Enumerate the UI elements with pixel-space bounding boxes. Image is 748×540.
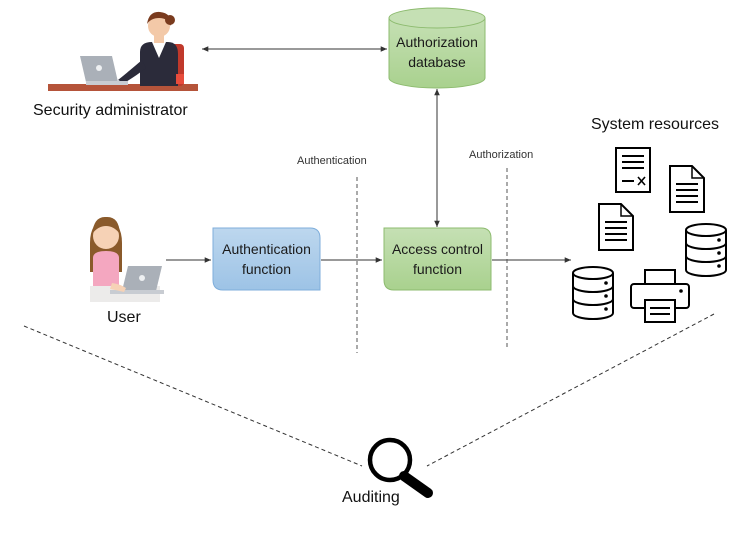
form-document-icon [615,147,651,193]
text-document-icon [598,203,634,251]
security-administrator-icon [48,11,198,91]
security-administrator-label: Security administrator [33,102,188,119]
auditing-label: Auditing [342,489,400,506]
database-icon [572,266,614,320]
magnifier-icon [367,437,433,498]
auditing-right-line [426,313,715,467]
authentication-boundary-label: Authentication [297,155,367,167]
authorization-boundary-label: Authorization [469,149,534,161]
auditing-left-line [23,325,363,467]
authentication-function-box [212,227,321,291]
access-control-function-box [383,227,492,291]
user-label: User [107,309,141,326]
database-icon [685,223,727,277]
system-resources-title: System resources [591,116,720,133]
user-icon [90,216,164,302]
authorization-database-cylinder [388,7,486,89]
text-document-icon [669,165,705,213]
printer-icon [630,269,690,323]
